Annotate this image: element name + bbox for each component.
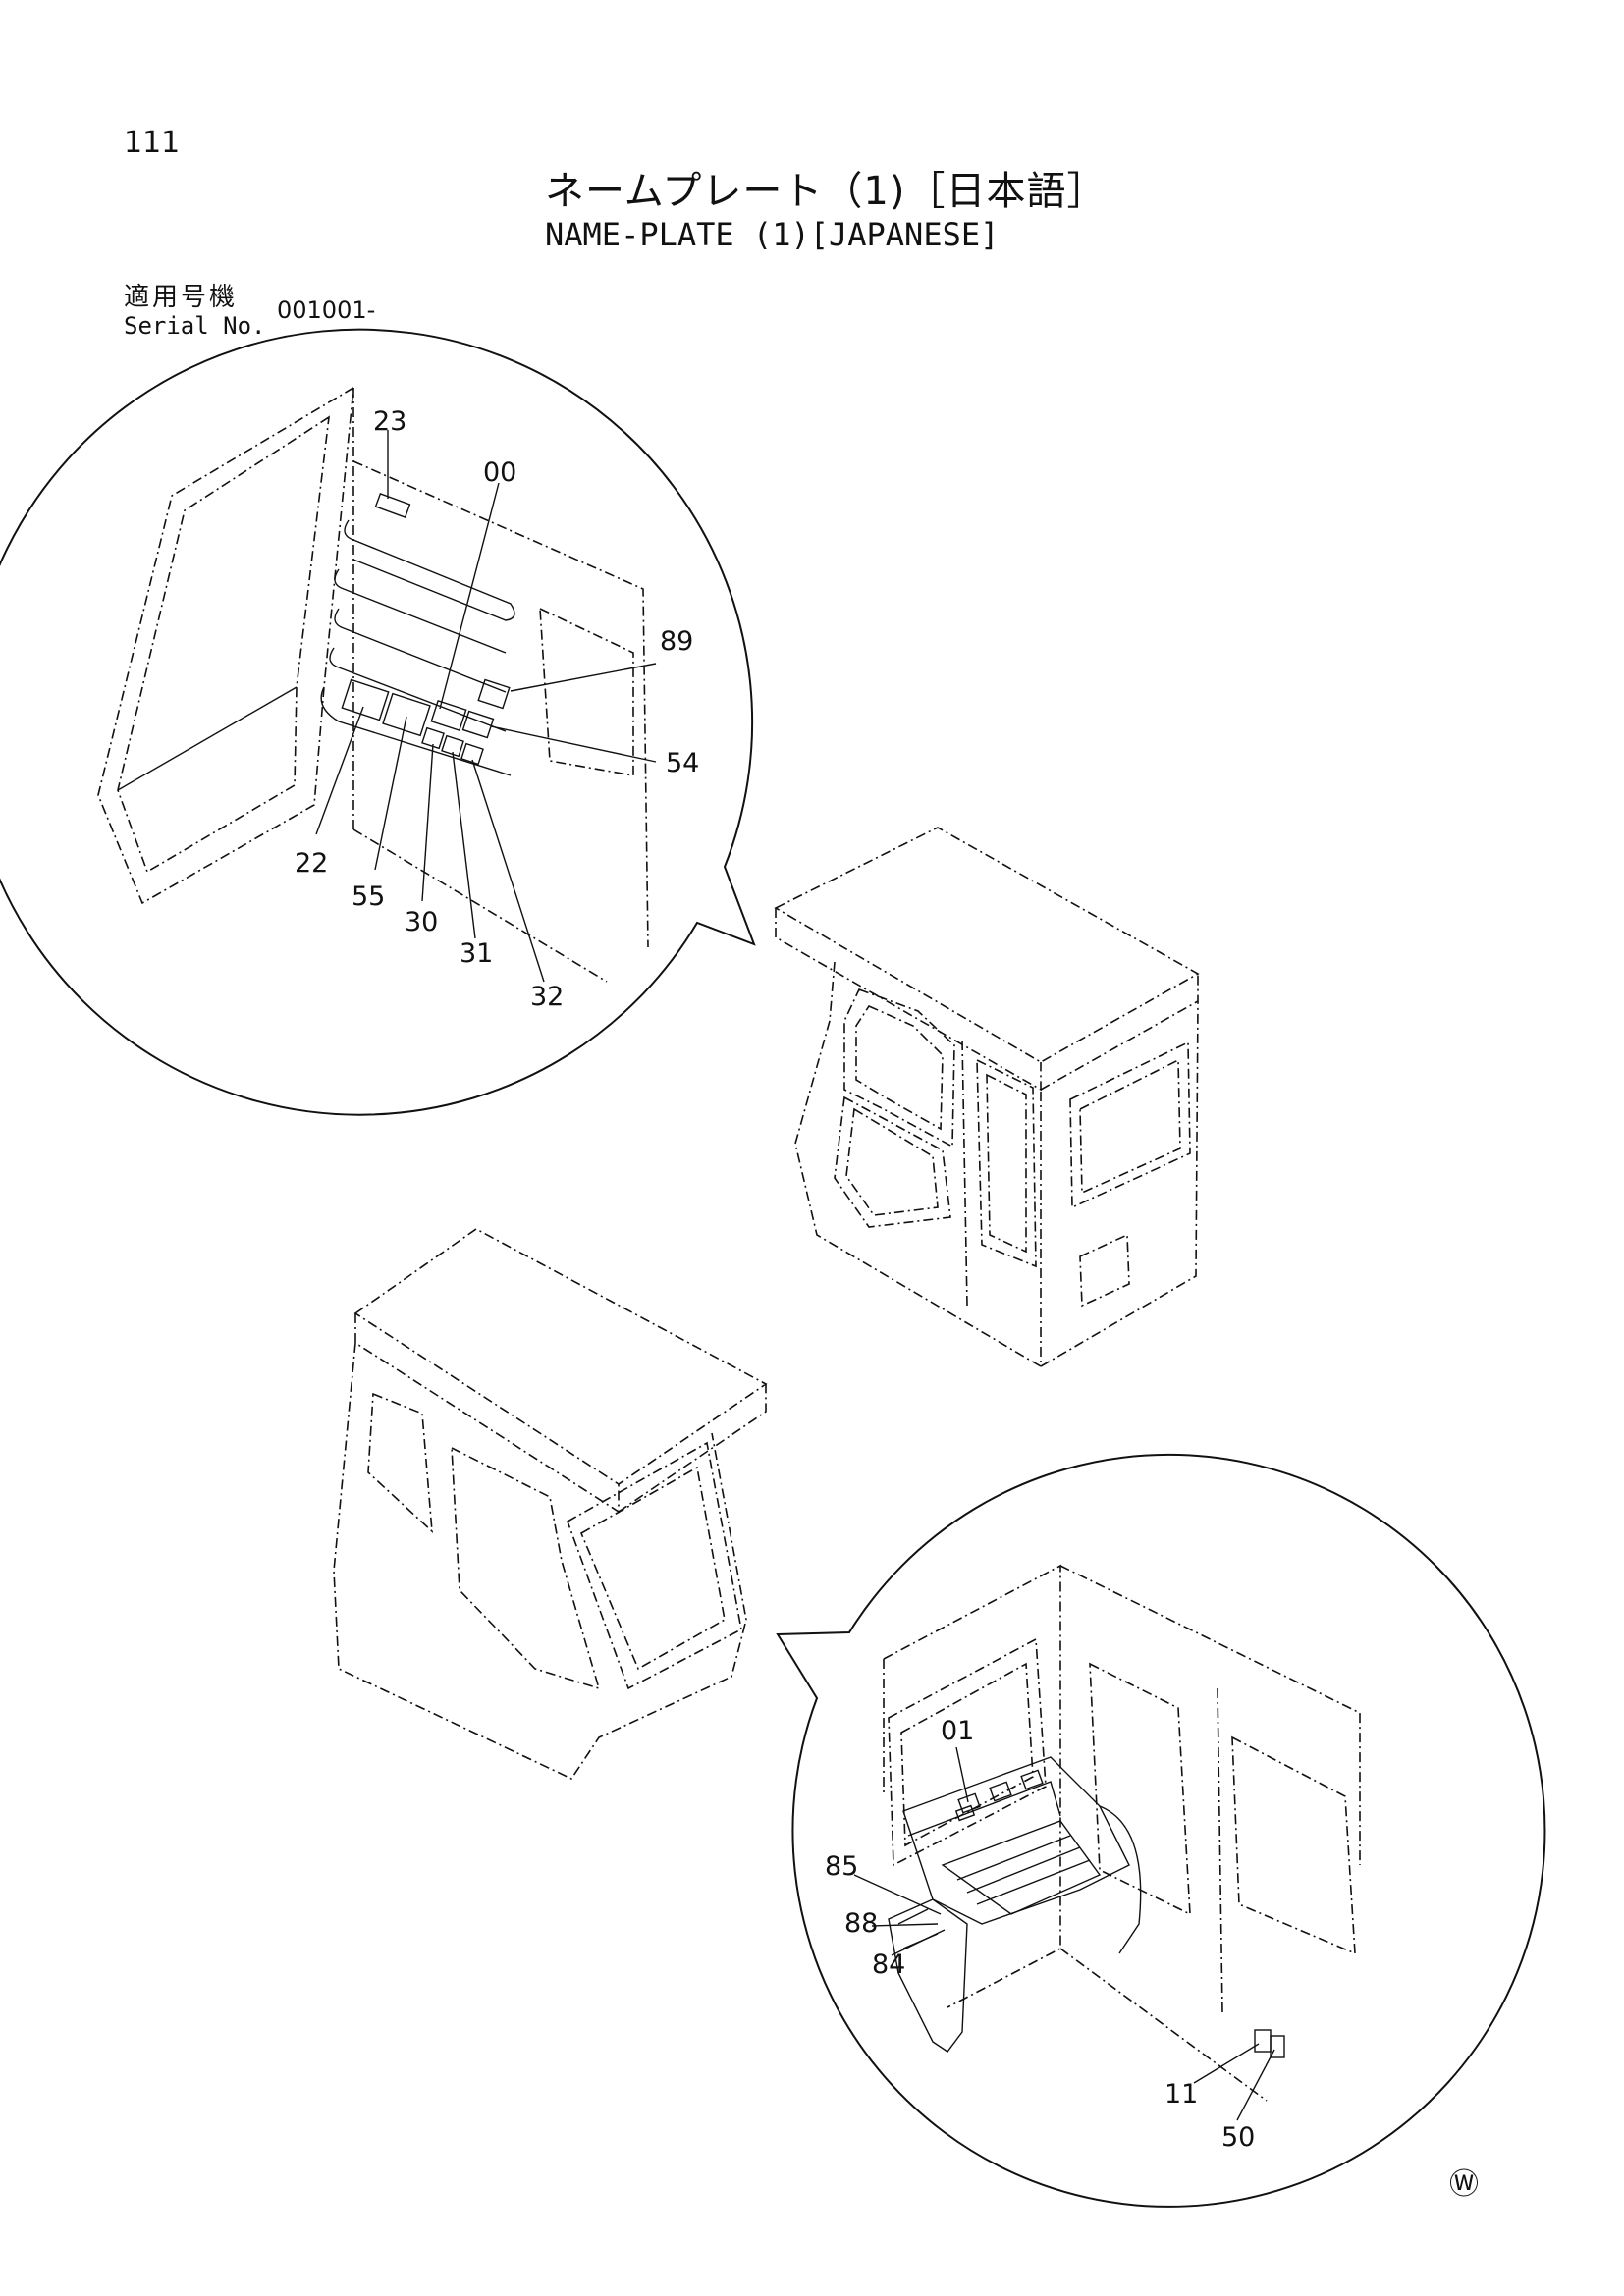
cab-interior-rear-view xyxy=(97,386,649,983)
callout-84: 84 xyxy=(872,1949,905,1980)
callouts-top: 23 00 89 54 22 55 30 31 32 xyxy=(295,406,699,1012)
callout-32: 32 xyxy=(530,982,564,1012)
callout-30: 30 xyxy=(405,907,438,937)
callouts-bottom: 01 85 88 84 11 50 xyxy=(825,1716,1255,2153)
callout-50: 50 xyxy=(1221,2122,1255,2153)
leader-lines-bottom xyxy=(853,1746,1275,2121)
callout-11: 11 xyxy=(1164,2079,1198,2109)
cab-exterior-front xyxy=(774,827,1200,1368)
title-japanese: ネームプレート（1)［日本語］ xyxy=(545,169,1108,214)
leader-lines-top xyxy=(315,430,657,983)
serial-number-value: 001001- xyxy=(277,296,376,324)
serial-label-japanese: 適用号機 xyxy=(124,283,239,312)
callout-23: 23 xyxy=(373,406,406,437)
serial-label-english: Serial No. xyxy=(124,312,266,340)
cab-interior-seat-view xyxy=(883,1564,1361,2102)
callout-00: 00 xyxy=(483,457,516,488)
callout-54: 54 xyxy=(666,748,699,778)
callout-88: 88 xyxy=(844,1908,878,1939)
w-circle-mark: Ⓦ xyxy=(1449,2167,1479,2202)
cab-exterior-rear xyxy=(333,1228,768,1781)
callout-22: 22 xyxy=(295,848,328,879)
callout-01: 01 xyxy=(941,1716,974,1746)
detail-bubble-bottom xyxy=(776,1453,1546,2208)
title-english: NAME-PLATE (1)[JAPANESE] xyxy=(545,216,1000,253)
callout-55: 55 xyxy=(352,881,385,912)
detail-bubble-top xyxy=(0,328,756,1116)
callout-89: 89 xyxy=(660,626,693,657)
callout-85: 85 xyxy=(825,1851,858,1882)
page-number: 111 xyxy=(124,126,181,160)
callout-31: 31 xyxy=(460,938,493,969)
